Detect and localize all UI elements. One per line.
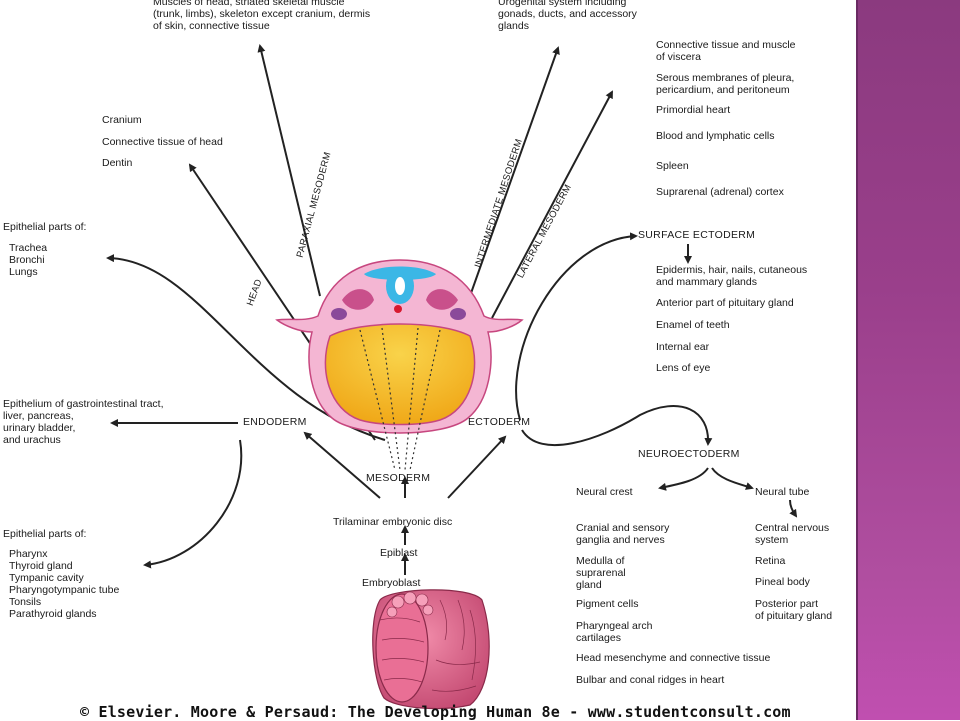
embryo-cross-section	[275, 259, 524, 471]
surface-item-4: Lens of eye	[656, 362, 711, 374]
somite-right	[426, 289, 458, 310]
surface-item-3: Internal ear	[656, 341, 710, 353]
yolk-sac	[324, 323, 476, 426]
lateral-target-3: Blood and lymphatic cells	[656, 130, 775, 142]
neural-crest-arrow	[658, 467, 709, 491]
head-target-1: Connective tissue of head	[102, 136, 223, 148]
neuroectoderm-arrow	[521, 405, 713, 446]
neuroectoderm-title: NEUROECTODERM	[638, 448, 740, 460]
tube-item-2: Pineal body	[755, 576, 810, 588]
neural-crest-label: Neural crest	[576, 486, 633, 498]
copyright-footer: © Elsevier. Moore & Persaud: The Develop…	[80, 703, 791, 721]
neural-tube-arrow-b	[789, 499, 798, 518]
intermediate-mesoderm-right	[450, 308, 466, 320]
somite-left	[342, 289, 374, 310]
ectoderm-label: ECTODERM	[468, 416, 531, 428]
surface-item-1: Anterior part of pituitary gland	[656, 297, 794, 309]
endoderm-label: ENDODERM	[243, 416, 307, 428]
epithelial-resp-items: Trachea Bronchi Lungs	[9, 242, 48, 278]
neural-canal	[395, 277, 405, 295]
crest-item-4: Head mesenchyme and connective tissue	[576, 652, 771, 664]
crest-item-3: Pharyngeal arch cartilages	[576, 620, 653, 644]
intermediate-targets: Urogenital system including gonads, duct…	[498, 0, 637, 32]
ectoderm-from-disc-arrow	[447, 435, 507, 499]
head-target-2: Dentin	[102, 157, 133, 169]
tube-item-3: Posterior part of pituitary gland	[755, 598, 833, 622]
lateral-target-5: Suprarenal (adrenal) cortex	[656, 186, 784, 198]
paraxial-targets: Muscles of head, striated skeletal muscl…	[153, 0, 371, 32]
lateral-arrow	[491, 90, 613, 319]
surface-item-0: Epidermis, hair, nails, cutaneous and ma…	[656, 264, 808, 288]
neural-tube-label: Neural tube	[755, 486, 810, 498]
dotted-lines	[359, 327, 441, 471]
lateral-target-0: Connective tissue and muscle of viscera	[656, 39, 796, 63]
gi-epithelium: Epithelium of gastrointestinal tract, li…	[3, 398, 164, 446]
paraxial-arrow	[257, 44, 321, 297]
surface-ectoderm-title: SURFACE ECTODERM	[638, 229, 756, 241]
slide-decorative-stripe	[858, 0, 960, 720]
epithelial-resp-title: Epithelial parts of:	[3, 221, 87, 233]
endoderm-from-disc-arrow	[303, 431, 381, 499]
trilaminar-label: Trilaminar embryonic disc	[333, 516, 453, 528]
intermediate-mesoderm-left	[331, 308, 347, 320]
epiblast-label: Epiblast	[380, 547, 418, 559]
epithelial-phar-title: Epithelial parts of:	[3, 528, 87, 540]
surface-ectoderm-arrow	[515, 232, 638, 421]
epithelial-phar-items: Pharynx Thyroid gland Tympanic cavity Ph…	[9, 548, 120, 620]
crest-item-0: Cranial and sensory ganglia and nerves	[576, 522, 670, 546]
head-target-0: Cranium	[102, 114, 142, 126]
crest-item-5: Bulbar and conal ridges in heart	[576, 674, 725, 686]
notochord	[394, 305, 402, 313]
lateral-target-4: Spleen	[656, 160, 689, 172]
mesoderm-label: MESODERM	[366, 472, 431, 484]
tube-item-1: Retina	[755, 555, 786, 567]
lateral-target-1: Serous membranes of pleura, pericardium,…	[656, 72, 795, 96]
lateral-target-2: Primordial heart	[656, 104, 731, 116]
embryoblast-cells	[372, 589, 490, 710]
endoderm-down-arrow	[143, 439, 243, 569]
crest-item-1: Medulla of suprarenal gland	[576, 555, 626, 591]
intermediate-arrow	[469, 46, 560, 297]
embryoblast-label: Embryoblast	[362, 577, 421, 589]
crest-item-2: Pigment cells	[576, 598, 639, 610]
tube-item-0: Central nervous system	[755, 522, 830, 546]
neural-tube-arrow-a	[711, 467, 754, 490]
surface-item-2: Enamel of teeth	[656, 319, 730, 331]
